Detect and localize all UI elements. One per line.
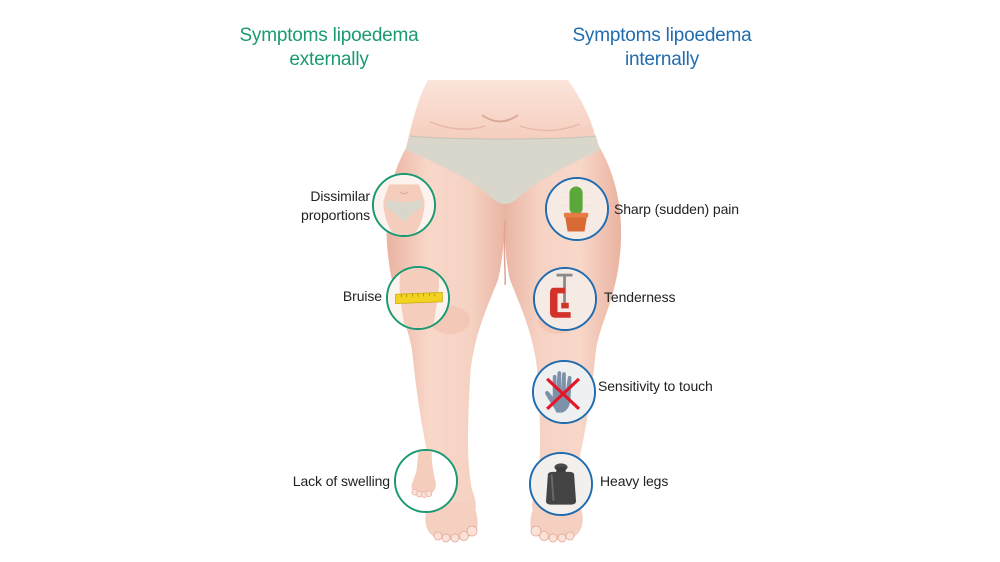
external-title-line1: Symptoms lipoedema <box>239 25 419 46</box>
symptom-label: Sharp (sudden) pain <box>614 201 739 217</box>
symptom-label: Sensitivity to touch <box>598 378 713 394</box>
symptom-label: Lack of swelling <box>292 473 390 489</box>
external-symptoms-title: Symptoms lipoedema externally <box>218 24 440 72</box>
clamp-icon <box>533 267 597 331</box>
symptom-label-line1: Dissimilar <box>310 188 370 204</box>
symptom-label: Dissimilar proportions <box>282 187 370 225</box>
symptom-label: Tenderness <box>604 289 676 305</box>
slim-foot-icon <box>394 449 458 513</box>
measuring-tape-thigh-icon <box>386 266 450 330</box>
internal-title-line1: Symptoms lipoedema <box>572 25 752 46</box>
body-proportions-icon <box>372 173 436 237</box>
symptom-label: Heavy legs <box>600 473 669 489</box>
internal-symptoms-title: Symptoms lipoedema internally <box>562 24 762 72</box>
external-title-line2: externally <box>289 49 369 70</box>
symptom-label-line2: proportions <box>301 207 370 223</box>
weight-icon <box>529 452 593 516</box>
cactus-icon <box>545 177 609 241</box>
symptom-label: Bruise <box>342 288 382 304</box>
crossed-hand-icon <box>532 360 596 424</box>
internal-title-line2: internally <box>624 49 700 70</box>
